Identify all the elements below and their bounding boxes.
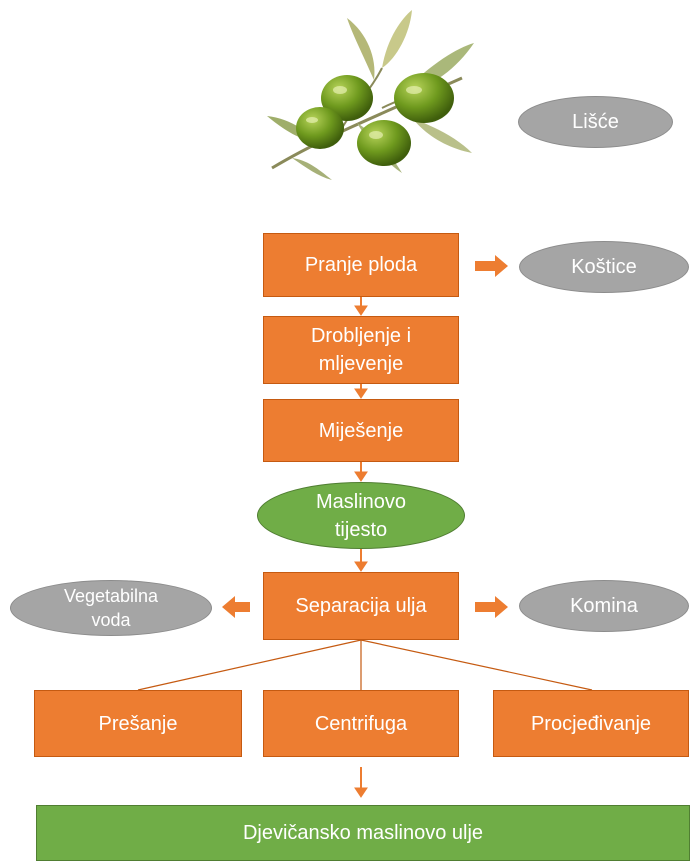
step-separacija-ulja: Separacija ulja (263, 572, 459, 640)
method-procjedivanje: Procjeđivanje (493, 690, 689, 757)
right-block-arrow (475, 596, 508, 618)
method-centrifuga: Centrifuga (263, 690, 459, 757)
down-arrow (354, 297, 368, 798)
right-block-arrow (475, 255, 508, 277)
left-block-arrow (222, 596, 250, 618)
step-mijesenje: Miješenje (263, 399, 459, 462)
branch-lines (137, 639, 593, 691)
step-pranje-ploda: Pranje ploda (263, 233, 459, 297)
byproduct-lisce: Lišće (518, 96, 673, 148)
step-drobljenje: Drobljenje i mljevenje (263, 316, 459, 384)
olive-branch-image (267, 10, 474, 180)
intermediate-maslinovo-tijesto: Maslinovo tijesto (257, 482, 465, 549)
product-djevicansko-ulje: Djevičansko maslinovo ulje (36, 805, 690, 861)
byproduct-komina: Komina (519, 580, 689, 632)
byproduct-kostice: Koštice (519, 241, 689, 293)
byproduct-vegetabilna-voda: Vegetabilna voda (10, 580, 212, 636)
method-presanje: Prešanje (34, 690, 242, 757)
